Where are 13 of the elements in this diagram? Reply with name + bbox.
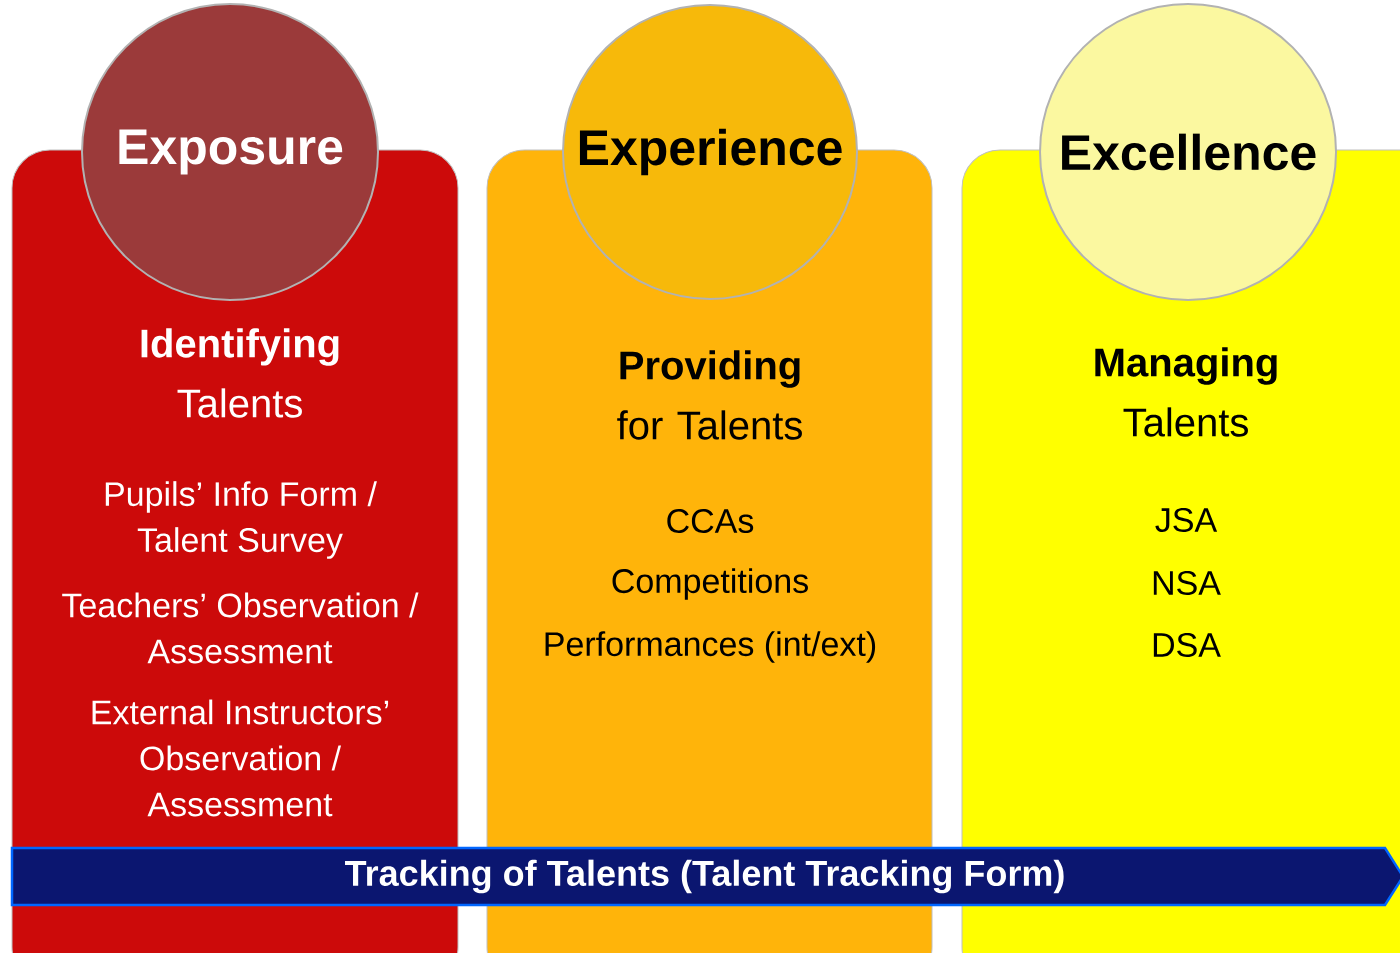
heading: Managing Talents [1095, 347, 1277, 437]
list-item: Teachers’ Observation / Assessment [62, 592, 419, 664]
list-item: CCAs [667, 508, 754, 534]
list-item: Pupils’ Info Form / Talent Survey [105, 481, 377, 559]
list-item: DSA [1153, 632, 1221, 658]
list-item: External Instructors’ Observation / Assessment [92, 699, 389, 817]
list-item: Performances (int/ext) [545, 631, 876, 663]
list-item: JSA [1155, 507, 1218, 533]
heading: Identifying Talents [141, 328, 339, 418]
list-item: Competitions [612, 568, 808, 600]
tracking-banner: Tracking of Talents (Talent Tracking Form) [10, 846, 1400, 907]
heading: Providing for Talents [617, 350, 802, 440]
list-item: NSA [1153, 570, 1221, 596]
